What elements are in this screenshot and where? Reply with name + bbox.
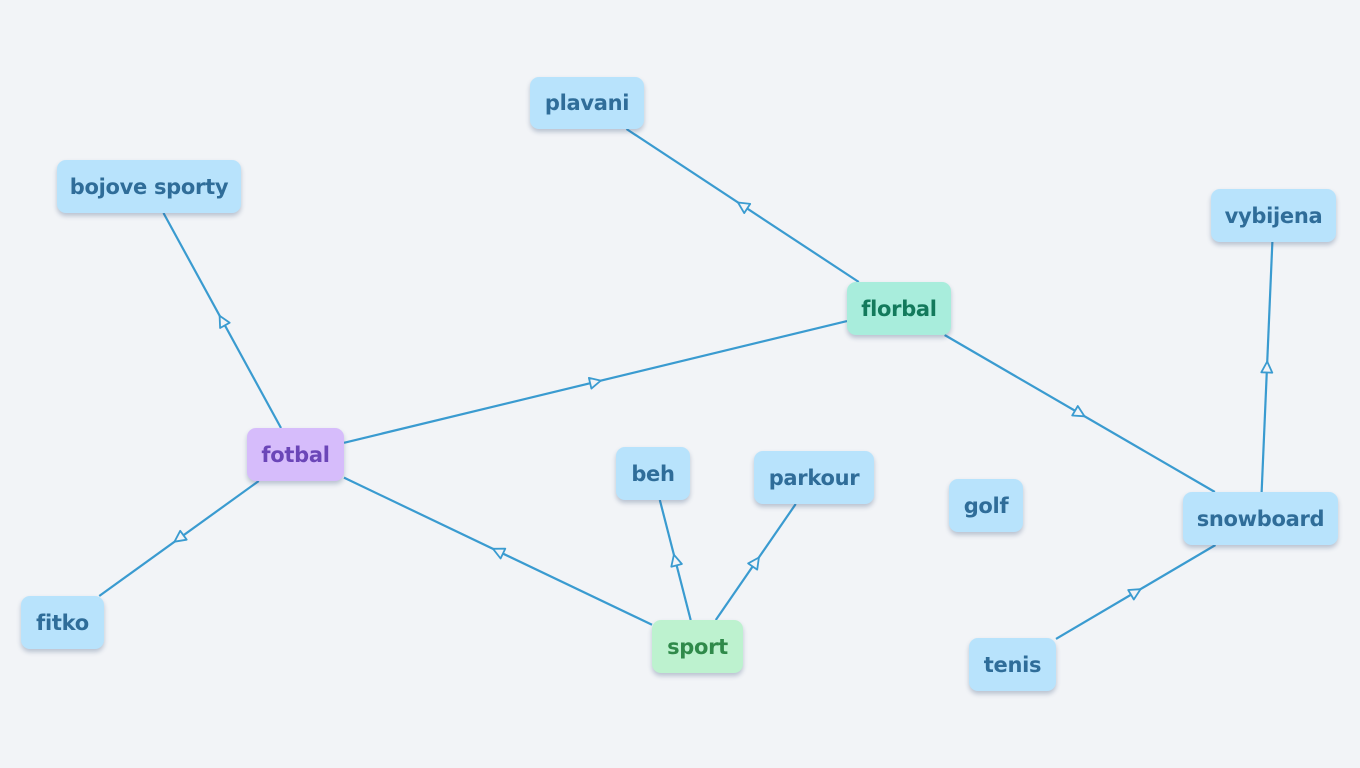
node-florbal[interactable]: florbal <box>847 282 951 335</box>
node-parkour[interactable]: parkour <box>754 451 874 504</box>
node-bojove-sporty[interactable]: bojove sporty <box>57 160 241 213</box>
edge-arrow-tenis-snowboard <box>1127 588 1142 601</box>
edge-arrow-fotbal-fitko <box>173 529 188 543</box>
edge-arrow-florbal-snowboard <box>1071 405 1086 418</box>
edge-arrow-snowboard-vybijena <box>1260 360 1274 374</box>
edge-arrow-fotbal-bojove <box>218 314 231 329</box>
node-fitko[interactable]: fitko <box>21 596 104 649</box>
node-sport[interactable]: sport <box>652 620 743 673</box>
node-golf[interactable]: golf <box>949 479 1023 532</box>
node-fotbal[interactable]: fotbal <box>247 428 344 481</box>
edge-arrow-sport-fotbal <box>492 547 507 560</box>
node-beh[interactable]: beh <box>616 447 690 500</box>
node-snowboard[interactable]: snowboard <box>1183 492 1338 545</box>
edge-arrow-florbal-plavani <box>737 201 752 215</box>
node-tenis[interactable]: tenis <box>969 638 1056 691</box>
edge-arrow-sport-parkour <box>747 556 760 571</box>
edge-arrow-sport-beh <box>670 553 683 568</box>
node-plavani[interactable]: plavani <box>530 77 644 129</box>
node-vybijena[interactable]: vybijena <box>1211 189 1336 242</box>
edge-arrow-fotbal-florbal <box>588 376 602 390</box>
